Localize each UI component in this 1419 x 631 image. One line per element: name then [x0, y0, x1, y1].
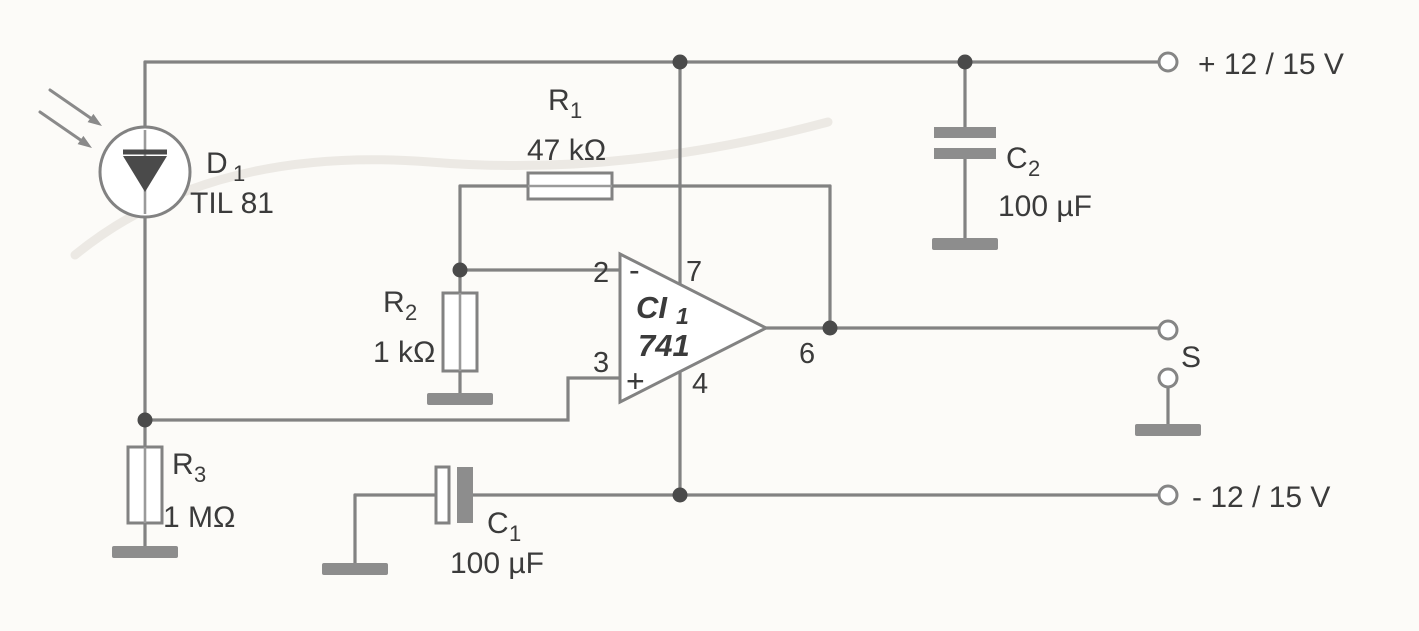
r1-ref-label: R — [548, 84, 570, 117]
r1-value-label: 47 kΩ — [527, 134, 606, 167]
d1-value-label: TIL 81 — [190, 187, 274, 220]
junction-inverting-node — [452, 262, 468, 278]
c1-ref-subscript: 1 — [509, 521, 521, 546]
r2-ref-label: R — [383, 286, 405, 319]
positive-rail-label: + 12 / 15 V — [1198, 48, 1344, 81]
terminal-positive-supply — [1157, 51, 1179, 73]
r3-ref-subscript: 3 — [194, 462, 206, 487]
ground-c2 — [932, 238, 998, 250]
ground-c1 — [322, 563, 388, 575]
terminal-output-return — [1157, 367, 1179, 389]
capacitor-c2-plate-bottom — [934, 148, 996, 159]
terminal-negative-supply — [1157, 484, 1179, 506]
light-arrow-2-head — [77, 135, 92, 148]
r3-value-label: 1 MΩ — [163, 501, 235, 534]
light-arrow-1 — [48, 88, 94, 121]
photodiode-d1-triangle — [123, 156, 167, 192]
capacitor-c1-plate-right — [457, 467, 473, 523]
opamp-part-label: 741 — [638, 328, 690, 363]
noninverting-sign: + — [626, 363, 645, 399]
r2-ref-subscript: 2 — [405, 300, 417, 325]
c1-value-label: 100 µF — [450, 547, 544, 580]
c2-value-label: 100 µF — [998, 190, 1092, 223]
junction-pin7-rail — [672, 54, 688, 70]
light-arrow-1-head — [87, 113, 102, 126]
c1-ref-label: C — [487, 507, 509, 540]
light-arrow-2 — [38, 110, 84, 143]
ground-output — [1135, 424, 1201, 436]
r3-ref-label: R — [172, 448, 194, 481]
r1-ref-subscript: 1 — [570, 98, 582, 123]
c2-ref-subscript: 2 — [1028, 156, 1040, 181]
opamp-triangle — [618, 251, 770, 405]
d1-ref-subscript: 1 — [233, 161, 245, 186]
c2-ref-label: C — [1006, 142, 1028, 175]
output-terminal-label: S — [1181, 341, 1201, 374]
ground-r2 — [427, 393, 493, 405]
opamp-name-label: CI — [636, 290, 668, 325]
pin-2-label: 2 — [593, 257, 609, 289]
junction-sensor-node — [137, 412, 153, 428]
terminal-output-s — [1157, 319, 1179, 341]
junction-pin4-rail — [672, 487, 688, 503]
pin-4-label: 4 — [692, 368, 708, 400]
capacitor-c2-plate-top — [934, 127, 996, 138]
inverting-sign: - — [629, 252, 640, 288]
pin-6-label: 6 — [799, 338, 815, 370]
r2-value-label: 1 kΩ — [373, 336, 435, 369]
capacitor-c1-plate-left — [434, 465, 451, 525]
junction-feedback-output — [822, 320, 838, 336]
d1-ref-label: D — [206, 147, 228, 180]
opamp-name-subscript: 1 — [676, 303, 689, 329]
junction-c2-rail — [957, 54, 973, 70]
pin-3-label: 3 — [593, 347, 609, 379]
ground-r3 — [112, 546, 178, 558]
pin-7-label: 7 — [686, 256, 702, 288]
wire-noninverting-input — [143, 376, 622, 422]
negative-rail-label: - 12 / 15 V — [1192, 481, 1330, 514]
